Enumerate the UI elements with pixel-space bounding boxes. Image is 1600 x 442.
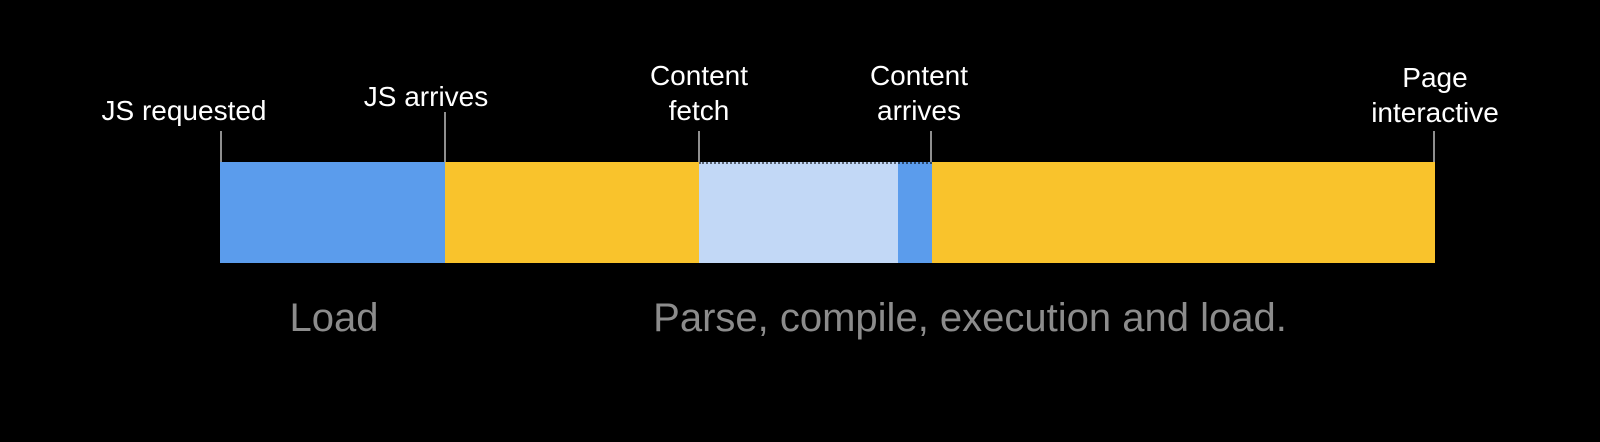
- tick-js-arrives: [444, 112, 446, 162]
- caption-load: Load: [289, 296, 379, 340]
- segment-content-arrives: [897, 162, 932, 263]
- marker-label-content-arrives: Content arrives: [869, 60, 969, 126]
- segment-parse-compile: [445, 162, 699, 263]
- caption-parse: Parse, compile, execution and load.: [653, 296, 1287, 340]
- tick-js-requested: [220, 131, 222, 162]
- tick-page-interactive: [1433, 131, 1435, 162]
- marker-label-content-fetch: Content fetch: [649, 60, 749, 126]
- marker-label-js-arrives: JS arrives: [363, 81, 489, 112]
- marker-label-js-requested: JS requested: [101, 95, 267, 126]
- segment-content-fetch: [698, 162, 898, 263]
- tick-content-arrives: [930, 131, 932, 162]
- timeline-bar: [220, 162, 1435, 263]
- segment-execution-load: [931, 162, 1435, 263]
- dotted-top-edge: [698, 162, 932, 164]
- tick-content-fetch: [698, 131, 700, 162]
- segment-js-download: [220, 162, 446, 263]
- marker-label-page-interactive: Page interactive: [1371, 62, 1499, 128]
